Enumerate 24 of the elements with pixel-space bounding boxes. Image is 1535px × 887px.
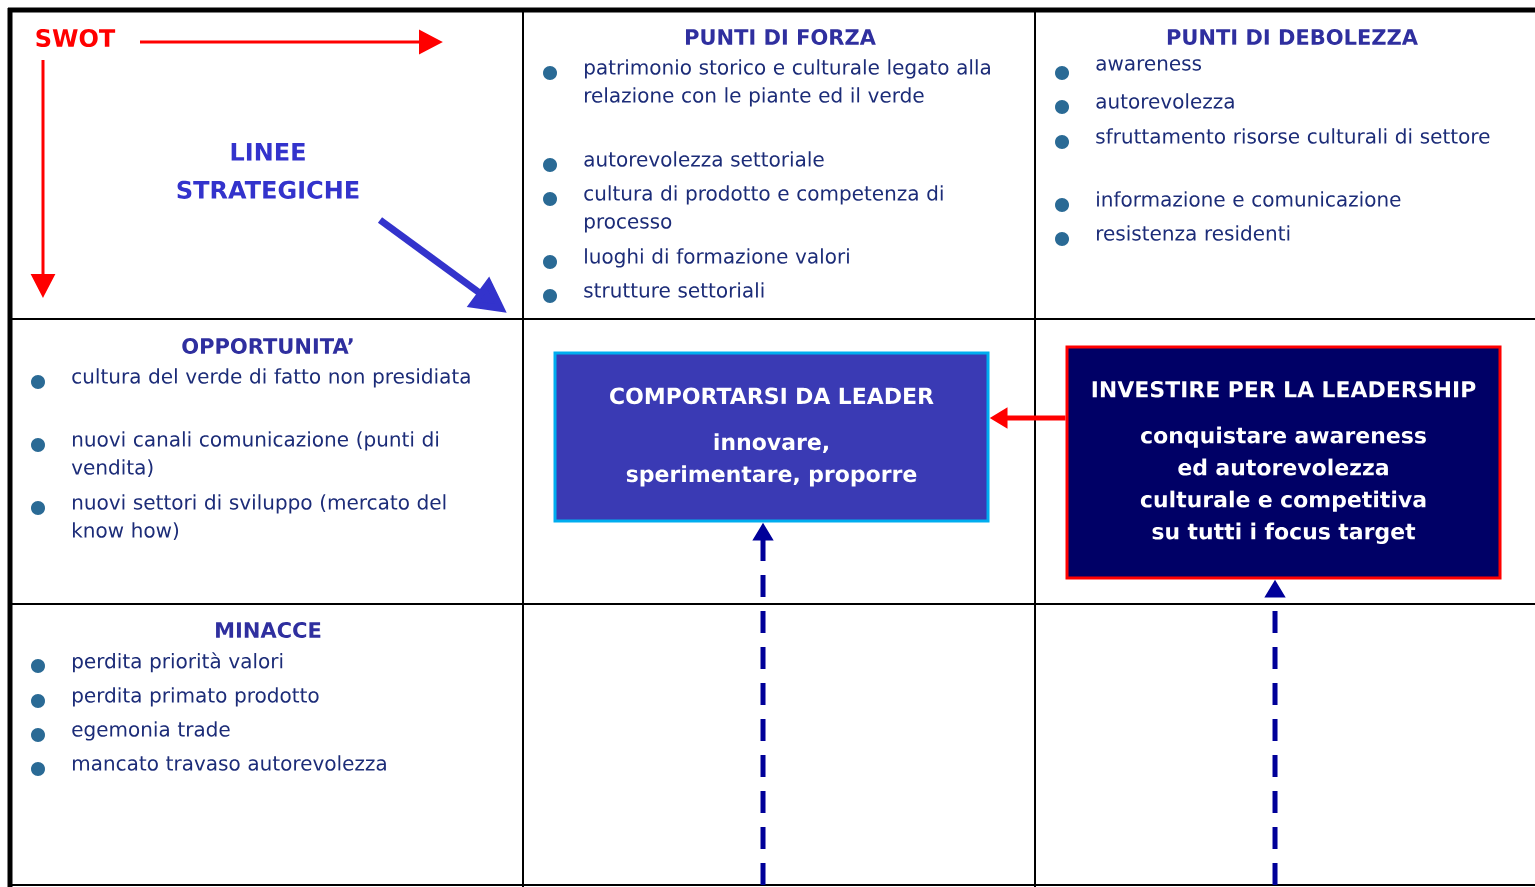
list-item: cultura del verde di fatto non presidiata xyxy=(72,368,470,388)
heading-label: SWOT xyxy=(36,28,116,48)
cell-heading: PUNTI DI FORZA xyxy=(686,29,876,45)
list-item: patrimonio storico e culturale legato alla relazione con le piante ed il verde xyxy=(585,59,990,107)
list-item: luoghi di formazione valori xyxy=(585,248,849,268)
list-item: informazione e comunicazione xyxy=(1097,191,1401,207)
strategy-box: INVESTIRE PER LA LEADERSHIP conquistare awareness ed autorevolezza culturale e competitiva su tutti i focus target xyxy=(1065,345,1502,580)
list-item: autorevolezza settoriale xyxy=(584,151,824,167)
cell-heading: OPPORTUNITA’ xyxy=(182,338,353,354)
list-item: nuovi canali comunicazione (punti di vendita) xyxy=(71,431,438,478)
list-item: autorevolezza xyxy=(1096,93,1234,109)
strategy-box: COMPORTARSI DA LEADER innovare, sperimentare, proporre xyxy=(553,351,990,523)
list-item: strutture settoriali xyxy=(584,282,764,298)
list-item: mancato travaso autorevolezza xyxy=(73,755,386,771)
list-item: perdita primato prodotto xyxy=(73,687,319,707)
list-item: nuovi settori di sviluppo (mercato del know how) xyxy=(73,494,446,541)
list-item: sfruttamento risorse culturali di settore xyxy=(1096,128,1490,144)
heading-label: LINEE STRATEGICHE xyxy=(177,143,359,199)
list-item: awareness xyxy=(1096,59,1202,71)
list-item: egemonia trade xyxy=(72,721,230,741)
list-item: resistenza residenti xyxy=(1097,225,1290,241)
cell-heading: PUNTI DI DEBOLEZZA xyxy=(1167,29,1418,45)
cell-heading: MINACCE xyxy=(216,622,321,638)
list-item: perdita priorità valori xyxy=(73,652,283,673)
